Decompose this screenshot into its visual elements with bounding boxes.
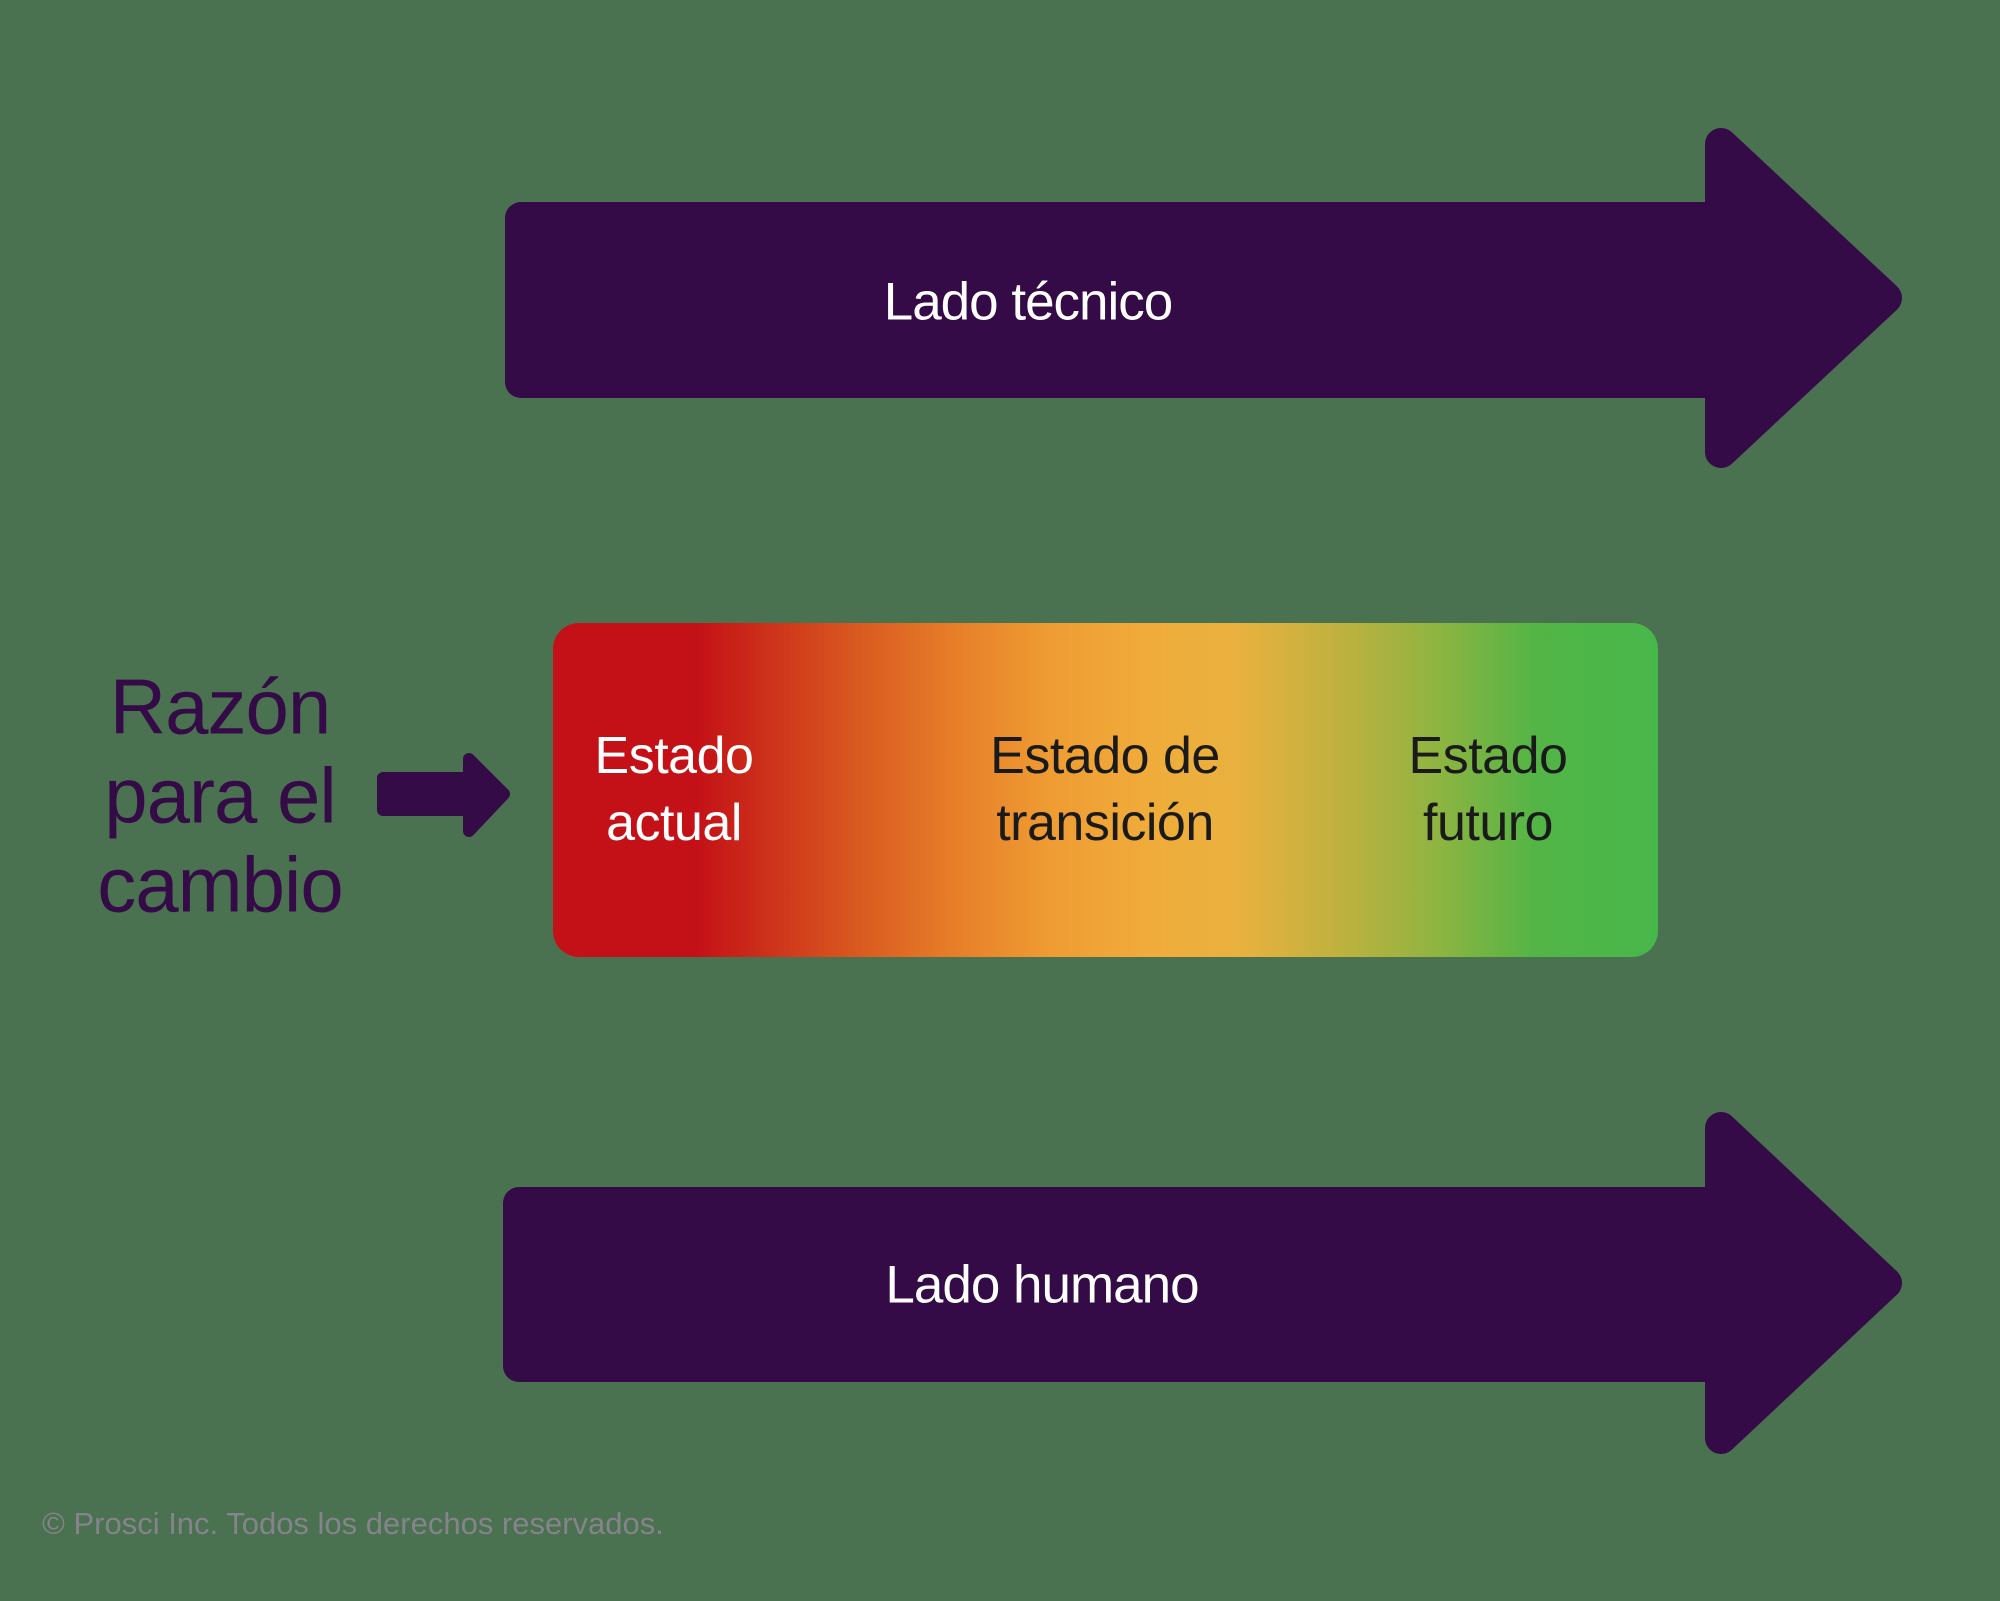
- state-actual-line1: Estado: [594, 727, 754, 785]
- top-arrow-label: Lado técnico: [883, 272, 1174, 332]
- state-futuro-line1: Estado: [1408, 727, 1568, 785]
- state-actual-line2: actual: [606, 794, 742, 852]
- state-futuro-line2: futuro: [1423, 794, 1553, 852]
- state-label-transicion: Estado de transición: [990, 723, 1220, 857]
- reason-label-line3: cambio: [97, 840, 343, 929]
- bottom-arrow-label: Lado humano: [885, 1255, 1199, 1315]
- state-gradient-box: Estado actual Estado de transición Estad…: [553, 623, 1658, 957]
- state-label-actual: Estado actual: [595, 723, 754, 857]
- reason-arrow-icon: [377, 753, 510, 837]
- copyright-text: © Prosci Inc. Todos los derechos reserva…: [42, 1506, 664, 1541]
- bottom-arrow-shape: [503, 1112, 1902, 1454]
- top-arrow-shape: [505, 128, 1902, 468]
- reason-label-line1: Razón: [109, 662, 331, 751]
- reason-label: Razón para el cambio: [97, 662, 343, 930]
- state-transicion-line2: transición: [996, 794, 1214, 852]
- reason-label-line2: para el: [104, 751, 337, 840]
- state-transicion-line1: Estado de: [990, 727, 1220, 785]
- state-label-futuro: Estado futuro: [1409, 723, 1568, 857]
